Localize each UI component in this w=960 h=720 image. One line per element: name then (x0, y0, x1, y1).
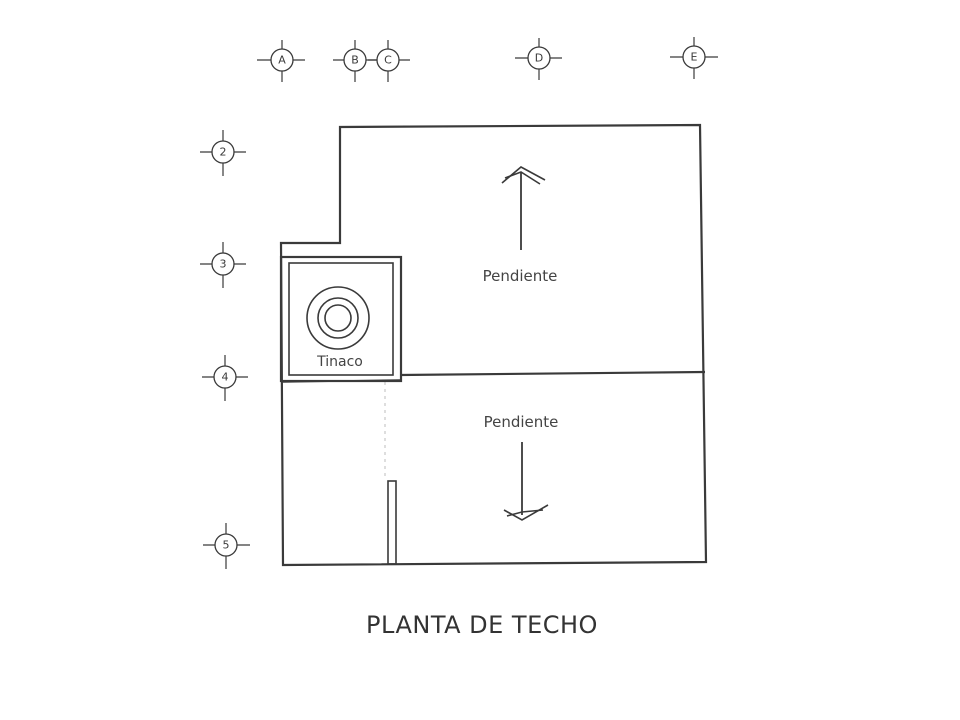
row-axis-5-label: 5 (223, 539, 230, 552)
row-axis-3-label: 3 (220, 258, 227, 271)
tank-symbol (306, 286, 370, 350)
column-axis-a-label: A (278, 54, 286, 67)
column-axis-b-label: B (351, 54, 359, 67)
row-axis-3: 3 (200, 242, 246, 288)
row-axis-5: 5 (203, 523, 250, 569)
roof-outline (279, 123, 708, 567)
wall-segment (387, 480, 397, 565)
column-axis-a: A (257, 40, 305, 82)
slope-label-lower: Pendiente (484, 413, 559, 431)
column-axis-c-label: C (384, 54, 392, 67)
column-axis-d: D (515, 38, 562, 80)
row-axis-2: 2 (200, 130, 246, 176)
tank-enclosure (279, 255, 403, 383)
drawing-title: PLANTA DE TECHO (366, 611, 598, 639)
slope-label-upper: Pendiente (483, 267, 558, 285)
slope-arrow-down-icon (503, 442, 549, 521)
column-axis-c: C (368, 40, 410, 82)
row-axis-4-label: 4 (222, 371, 229, 384)
slope-divider (399, 370, 706, 377)
row-axis-2-label: 2 (220, 146, 227, 159)
column-axis-e-label: E (691, 51, 698, 64)
row-axis-4: 4 (202, 355, 248, 401)
column-axis-d-label: D (535, 52, 543, 65)
column-axis-e: E (670, 37, 718, 79)
tank-label: Tinaco (316, 354, 363, 370)
column-axis-b: B (333, 40, 378, 82)
slope-arrow-up-icon (501, 166, 546, 250)
